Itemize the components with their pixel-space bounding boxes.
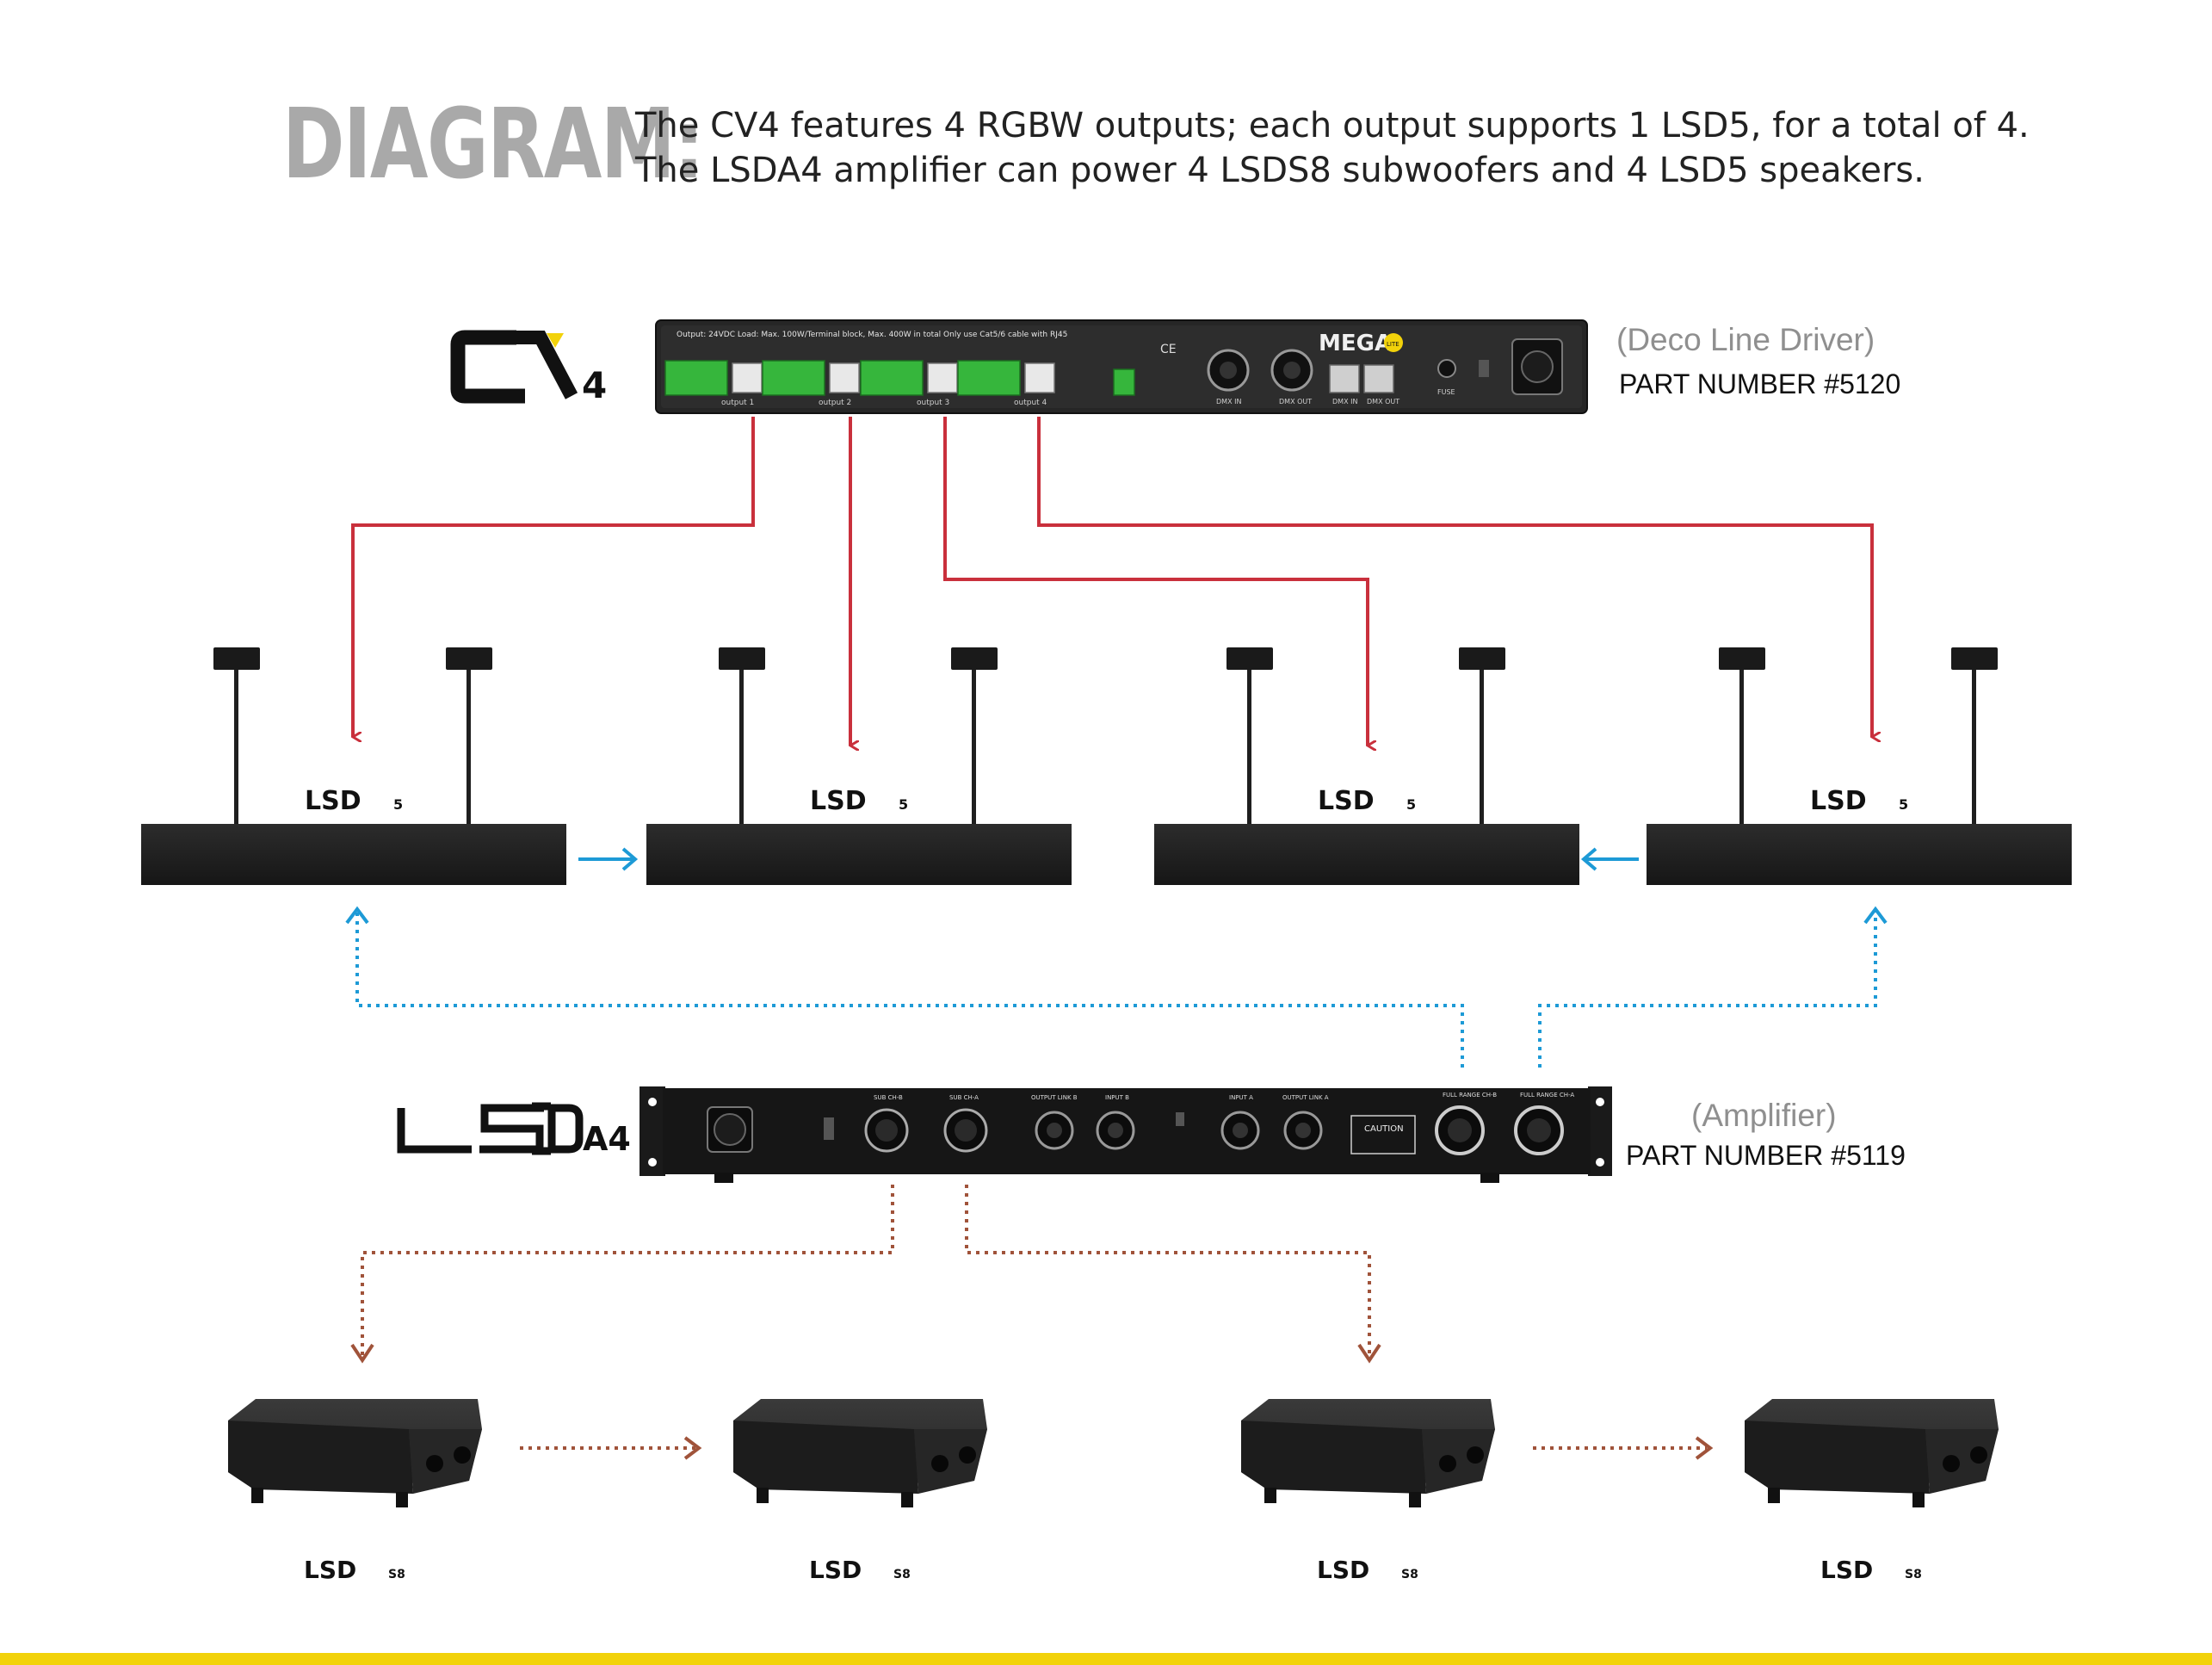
cv4-logo: 4 bbox=[450, 330, 607, 406]
svg-text:INPUT B: INPUT B bbox=[1105, 1094, 1129, 1101]
fuse-holder bbox=[1437, 359, 1456, 378]
speaker-logo: LSD bbox=[1318, 786, 1375, 816]
subwoofer-logo: LSD bbox=[1317, 1556, 1369, 1584]
svg-text:OUTPUT LINK B: OUTPUT LINK B bbox=[1031, 1094, 1078, 1101]
svg-text:CAUTION: CAUTION bbox=[1364, 1124, 1404, 1134]
svg-text:S8: S8 bbox=[388, 1568, 405, 1581]
svg-text:DMX OUT: DMX OUT bbox=[1279, 398, 1312, 405]
driver-panel-header: Output: 24VDC Load: Max. 100W/Terminal b… bbox=[677, 331, 1067, 339]
cv4-driver-unit: Output: 24VDC Load: Max. 100W/Terminal b… bbox=[655, 319, 1588, 414]
wire-output-1 bbox=[351, 417, 755, 737]
wire-output-3 bbox=[943, 417, 1368, 746]
cv4-logo-number: 4 bbox=[582, 364, 607, 406]
speaker-logo: LSD bbox=[305, 786, 361, 816]
mega-brand: MEGA bbox=[1319, 331, 1392, 356]
lsds8-subwoofer: LSD S8 bbox=[1745, 1399, 1999, 1584]
svg-text:FULL RANGE CH-B: FULL RANGE CH-B bbox=[1443, 1092, 1497, 1099]
svg-text:5: 5 bbox=[1899, 796, 1908, 813]
driver-output-blocks bbox=[664, 360, 1055, 396]
ce-mark: CE bbox=[1160, 343, 1177, 356]
description-line-2: The LSDA4 amplifier can power 4 LSDS8 su… bbox=[635, 151, 1925, 190]
svg-text:OUTPUT LINK A: OUTPUT LINK A bbox=[1282, 1094, 1329, 1101]
voltage-switch bbox=[824, 1117, 834, 1140]
svg-text:FULL RANGE CH-A: FULL RANGE CH-A bbox=[1520, 1092, 1574, 1099]
warning-label bbox=[1350, 1115, 1416, 1154]
svg-text:5: 5 bbox=[899, 796, 908, 813]
link-amp-to-sub-1 bbox=[361, 1185, 894, 1355]
svg-text:5: 5 bbox=[393, 796, 403, 813]
sensor-terminal bbox=[1113, 368, 1135, 396]
speakon-sub-chb bbox=[864, 1108, 909, 1153]
lsds8-subwoofer: LSD S8 bbox=[1241, 1399, 1495, 1584]
speakon-full-range-cha bbox=[1514, 1105, 1564, 1155]
link-amp-chA-to-speaker-1 bbox=[355, 911, 1464, 1068]
lsd5-speaker: LSD 5 bbox=[141, 647, 566, 885]
xlr-input-a bbox=[1220, 1111, 1260, 1150]
svg-text:5: 5 bbox=[1406, 796, 1416, 813]
brown-dotted-links bbox=[350, 1185, 1714, 1460]
speakon-full-range-chb bbox=[1435, 1105, 1485, 1155]
lsd5-speaker: LSD 5 bbox=[1154, 647, 1579, 885]
amplifier-part-number: PART NUMBER #5119 bbox=[1626, 1140, 1906, 1171]
svg-text:SUB CH-A: SUB CH-A bbox=[949, 1094, 979, 1101]
lsds8-subwoofer: LSD S8 bbox=[733, 1399, 987, 1584]
output-label-2: output 2 bbox=[819, 399, 851, 407]
footer-accent-bar bbox=[0, 1653, 2212, 1665]
svg-text:DMX OUT: DMX OUT bbox=[1367, 398, 1399, 405]
svg-text:FUSE: FUSE bbox=[1437, 388, 1455, 396]
svg-text:S8: S8 bbox=[1401, 1568, 1418, 1581]
lsda4-logo-suffix: A4 bbox=[583, 1120, 631, 1158]
lsd5-speaker: LSD 5 bbox=[646, 647, 1072, 885]
svg-text:S8: S8 bbox=[1905, 1568, 1922, 1581]
link-amp-chB-to-speaker-4 bbox=[1538, 911, 1877, 1068]
link-amp-to-sub-3 bbox=[965, 1185, 1371, 1355]
svg-text:LITE: LITE bbox=[1387, 341, 1399, 348]
rj45-in-port bbox=[1329, 364, 1360, 393]
diagram-title: DIAGRAM: bbox=[282, 89, 704, 201]
svg-text:DMX IN: DMX IN bbox=[1332, 398, 1357, 405]
lsda4-amplifier-unit: CAUTION SUB CH-B SUB CH-A OUTPUT LINK B … bbox=[640, 1086, 1612, 1183]
subwoofer-logo: LSD bbox=[809, 1556, 862, 1584]
subwoofer-logo: LSD bbox=[304, 1556, 356, 1584]
lsda4-logo: A4 bbox=[397, 1102, 631, 1158]
output-label-3: output 3 bbox=[917, 399, 949, 407]
svg-text:DMX IN: DMX IN bbox=[1216, 398, 1241, 405]
wire-output-4 bbox=[1037, 417, 1872, 737]
red-wires bbox=[351, 417, 1872, 746]
blue-solid-links bbox=[578, 847, 1639, 871]
svg-text:S8: S8 bbox=[893, 1568, 911, 1581]
description-line-1: The CV4 features 4 RGBW outputs; each ou… bbox=[635, 106, 2030, 145]
rj45-out-port bbox=[1363, 364, 1394, 393]
driver-part-number: PART NUMBER #5120 bbox=[1619, 368, 1901, 399]
driver-description: (Deco Line Driver) bbox=[1616, 322, 1875, 357]
speakon-sub-cha bbox=[943, 1108, 988, 1153]
xlr-input-b bbox=[1096, 1111, 1135, 1150]
lsd5-speaker: LSD 5 bbox=[1647, 647, 2072, 885]
xlr-output-link-b bbox=[1035, 1111, 1074, 1150]
output-label-1: output 1 bbox=[721, 399, 754, 407]
speaker-logo: LSD bbox=[1810, 786, 1867, 816]
svg-text:SUB CH-B: SUB CH-B bbox=[874, 1094, 903, 1101]
mega-brand-badge bbox=[1384, 333, 1403, 352]
amplifier-description: (Amplifier) bbox=[1691, 1098, 1837, 1133]
subwoofer-logo: LSD bbox=[1820, 1556, 1873, 1584]
power-switch bbox=[1479, 360, 1489, 377]
output-label-4: output 4 bbox=[1014, 399, 1047, 407]
svg-text:INPUT A: INPUT A bbox=[1229, 1094, 1253, 1101]
blue-dotted-links bbox=[345, 906, 1888, 1068]
xlr-output-link-a bbox=[1283, 1111, 1323, 1150]
mode-switch bbox=[1176, 1112, 1184, 1126]
speaker-logo: LSD bbox=[810, 786, 867, 816]
lsds8-subwoofer: LSD S8 bbox=[228, 1399, 482, 1584]
